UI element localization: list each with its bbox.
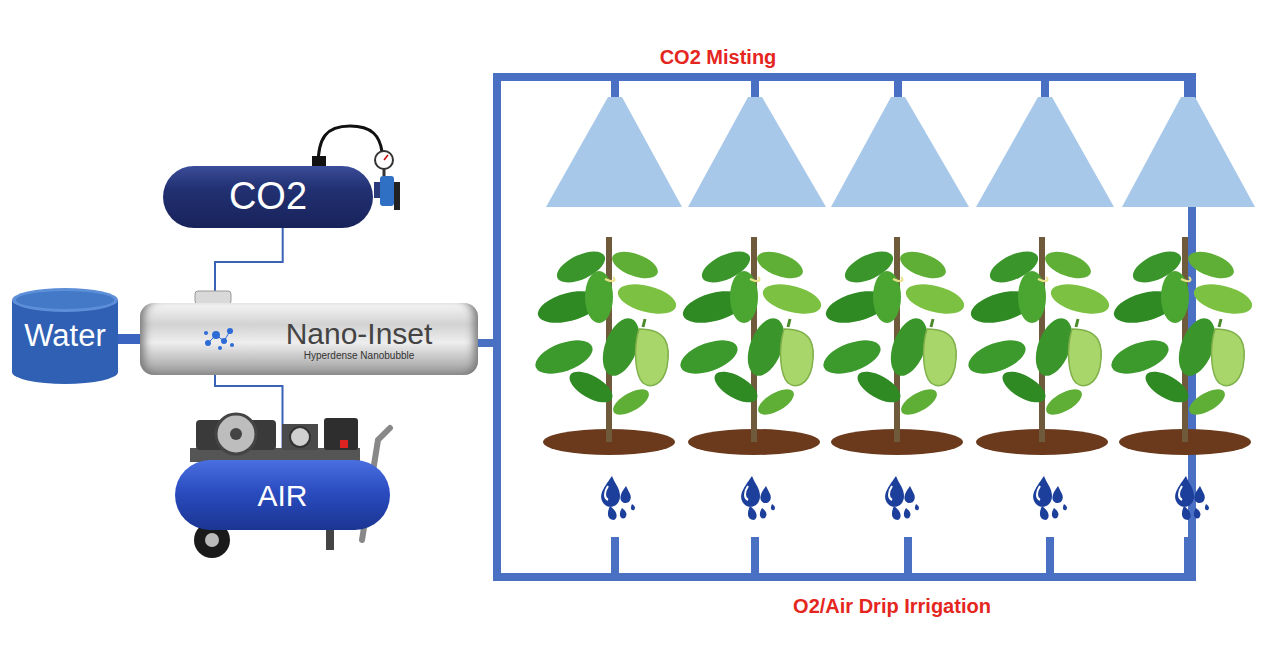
node-title: Water — [24, 319, 106, 353]
air-compressor-tank: AIR — [175, 460, 390, 530]
water-tank: Water — [12, 288, 118, 384]
section-label: CO2 Misting — [656, 46, 781, 69]
node-title: AIR — [257, 479, 307, 512]
node-title: CO2 — [229, 176, 307, 218]
node-title: Nano-Inset — [286, 317, 433, 350]
co2-tank: CO2 — [163, 166, 373, 228]
node-subtitle: Hyperdense Nanobubble — [304, 350, 415, 361]
nano-logo — [202, 325, 236, 351]
water-pipe — [118, 339, 140, 340]
nanobubble-generator: Nano-InsetHyperdense Nanobubble — [140, 303, 478, 375]
section-label: O2/Air Drip Irrigation — [789, 595, 995, 618]
